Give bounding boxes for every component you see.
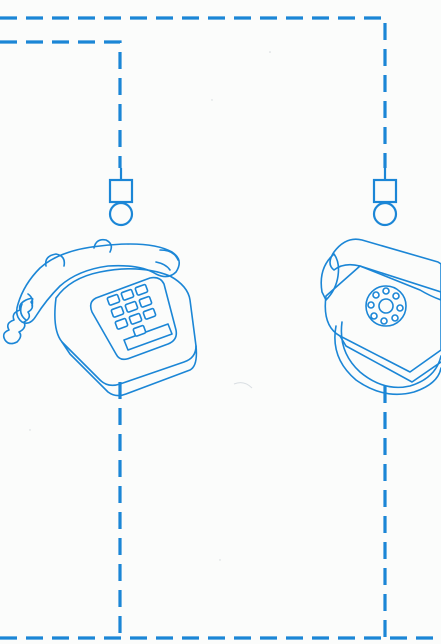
socket-left (110, 168, 132, 225)
rotary-dial-center (379, 299, 393, 313)
dial-hole (368, 302, 374, 308)
square-box-icon (110, 180, 132, 202)
key (107, 294, 120, 305)
speckle (211, 99, 212, 100)
rotary-telephone-icon (321, 239, 441, 394)
paper-speckles (29, 51, 271, 561)
handset-earpiece (156, 250, 178, 270)
rotary-dial-holes (368, 288, 403, 324)
dial-hole (371, 313, 377, 319)
key (111, 306, 124, 317)
dial-hole (397, 305, 403, 311)
key (121, 289, 134, 300)
dial-hole (392, 315, 398, 321)
wiring (0, 18, 441, 638)
square-box-icon (374, 180, 396, 202)
key (143, 308, 156, 319)
socket-right (374, 168, 396, 225)
dial-hole (381, 318, 387, 324)
key (139, 296, 152, 307)
key (129, 313, 142, 324)
speckle (269, 51, 271, 53)
round-plug-icon (374, 203, 396, 225)
push-button-telephone-icon (4, 240, 197, 396)
key (125, 301, 138, 312)
key (115, 318, 128, 329)
key (135, 284, 148, 295)
display-strip (124, 324, 172, 350)
dial-hole (383, 288, 389, 294)
speckle (219, 559, 220, 560)
inner-line (0, 42, 120, 168)
coiled-cord (341, 322, 441, 387)
speckle (29, 429, 30, 430)
cradle-left (46, 254, 65, 266)
key (133, 325, 146, 336)
speckle (234, 383, 252, 388)
round-plug-icon (110, 203, 132, 225)
dial-hole (393, 293, 399, 299)
dial-hole (373, 292, 379, 298)
handset-mouthpiece (21, 294, 33, 320)
